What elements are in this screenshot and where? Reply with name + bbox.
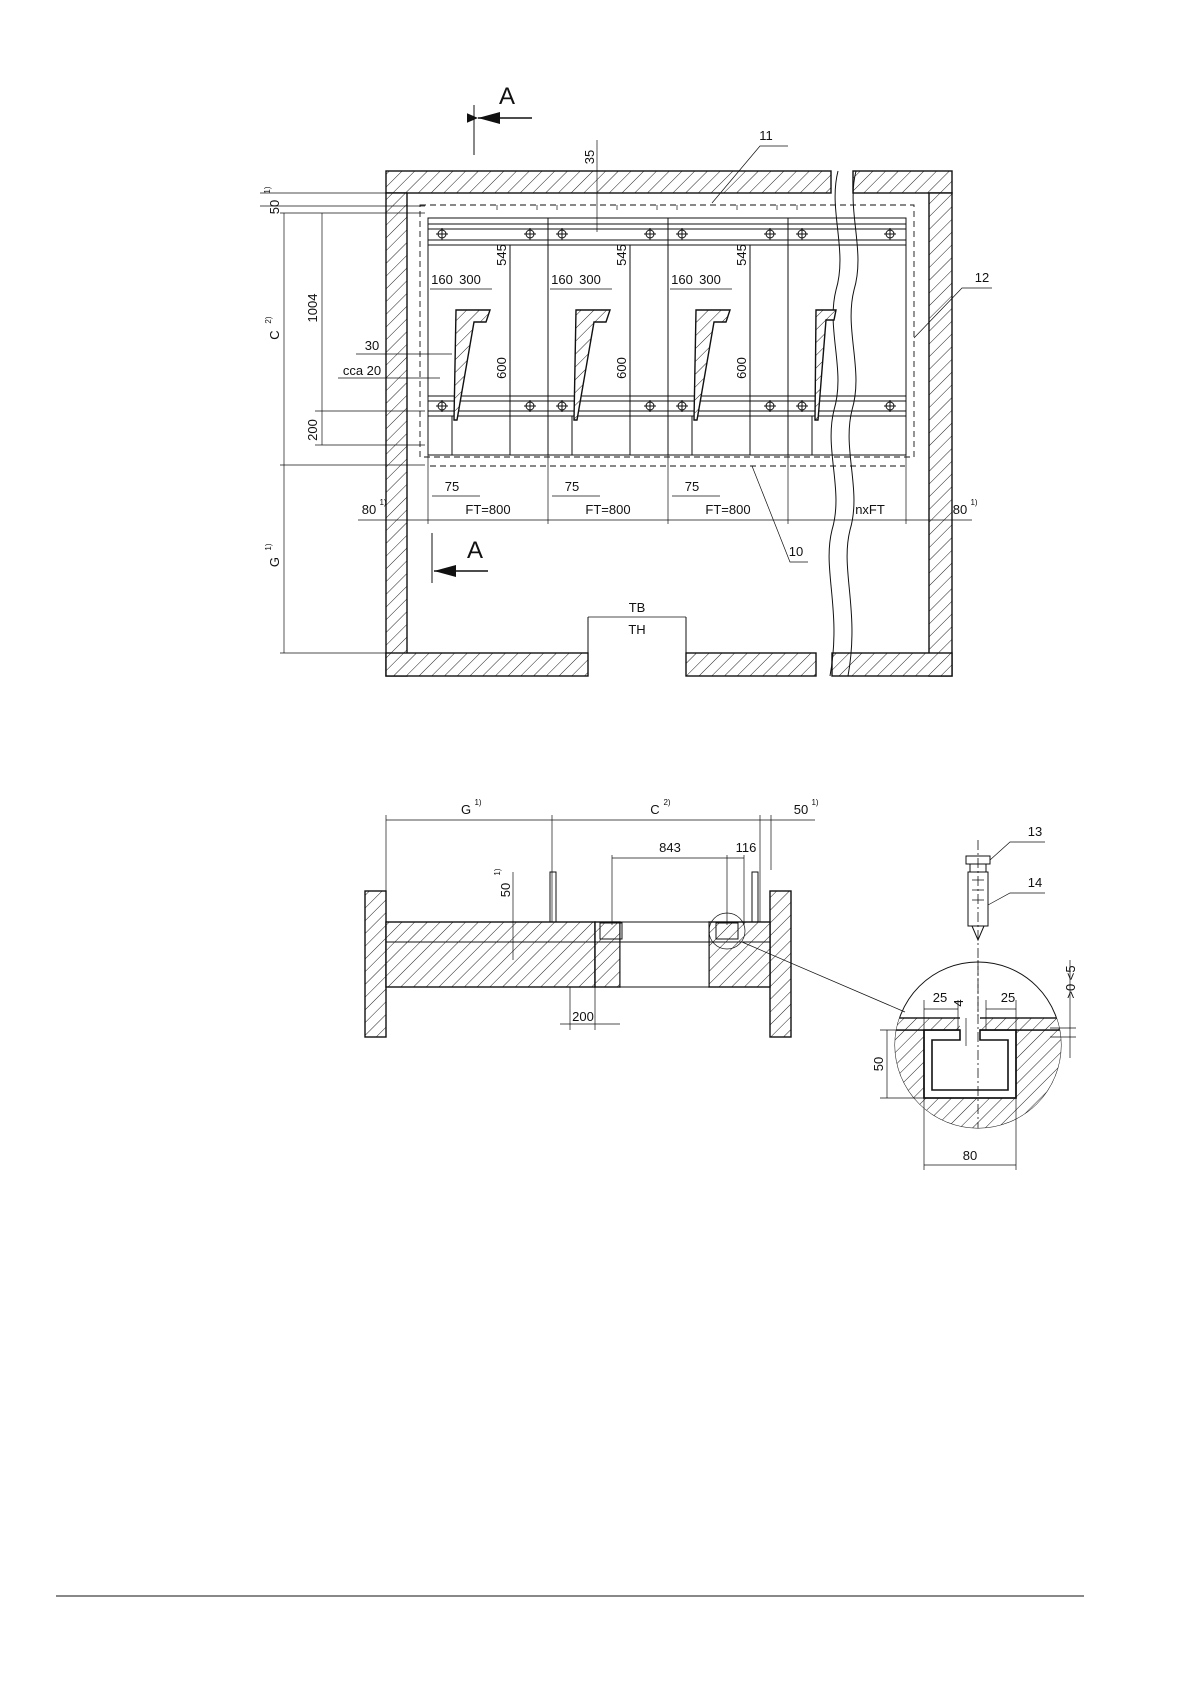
dim-116: 116 bbox=[736, 840, 757, 855]
dim-545-3: 545 bbox=[734, 244, 749, 266]
bolt-cross-icon bbox=[796, 400, 808, 412]
dim-c-section: C bbox=[650, 802, 659, 817]
callout-12: 12 bbox=[975, 270, 989, 285]
sup-50v-section: 1) bbox=[493, 868, 502, 875]
dim-gap: >0 <5 bbox=[1063, 965, 1078, 998]
floor-opening: TB TH bbox=[588, 600, 686, 676]
dim-cca20: cca 20 bbox=[343, 363, 381, 378]
section-label-top: A bbox=[499, 83, 515, 110]
dim-75-2: 75 bbox=[565, 479, 579, 494]
dim-80-detail: 80 bbox=[963, 1148, 977, 1163]
callout-14: 14 bbox=[1028, 875, 1042, 890]
sup-c-left: 2) bbox=[264, 316, 273, 323]
dim-545-1: 545 bbox=[494, 244, 509, 266]
dim-ft-2: FT=800 bbox=[585, 502, 630, 517]
break-line-right bbox=[847, 171, 858, 676]
sup-80-left: 1) bbox=[379, 498, 386, 507]
callout-11: 11 bbox=[759, 128, 773, 143]
bolt-cross-icon bbox=[436, 400, 448, 412]
bolt-cross-icon bbox=[556, 400, 568, 412]
dim-75-3: 75 bbox=[685, 479, 699, 494]
dim-300-2: 300 bbox=[579, 272, 601, 287]
dims-75: 75 75 75 bbox=[432, 479, 720, 496]
dim-50-top: 50 bbox=[267, 200, 282, 214]
section-a-view: G 1) C 2) 50 1) 843 116 50 1) 200 bbox=[365, 798, 905, 1037]
dashed-enclosure-12 bbox=[420, 205, 914, 457]
dim-ft-3: FT=800 bbox=[705, 502, 750, 517]
bolt-cross-icon bbox=[644, 400, 656, 412]
bolt-cross-icon bbox=[524, 228, 536, 240]
dim-nxft: nxFT bbox=[855, 502, 885, 517]
bolt-cross-icon bbox=[884, 228, 896, 240]
dim-c-left: C bbox=[267, 330, 282, 339]
bolt-cross-icon bbox=[644, 228, 656, 240]
left-dimensions: 50 1) C 2) 1004 200 G 1) 30 cca 20 bbox=[260, 186, 452, 653]
sup-80-right: 1) bbox=[970, 498, 977, 507]
dim-160-3: 160 bbox=[671, 272, 693, 287]
dim-tb: TB bbox=[629, 600, 646, 615]
bolt-cross-icon bbox=[884, 400, 896, 412]
section-marker-bottom: A bbox=[432, 533, 488, 583]
dim-600-3: 600 bbox=[734, 357, 749, 379]
dim-35: 35 bbox=[582, 150, 597, 164]
section-label-bottom: A bbox=[467, 537, 483, 564]
dim-300-1: 300 bbox=[459, 272, 481, 287]
dim-160-1: 160 bbox=[431, 272, 453, 287]
bolt-cross-icon bbox=[556, 228, 568, 240]
dim-843: 843 bbox=[659, 840, 681, 855]
dim-4: 4 bbox=[951, 999, 966, 1006]
dim-ft-1: FT=800 bbox=[465, 502, 510, 517]
bolt-cross-icon bbox=[676, 400, 688, 412]
dim-25-right: 25 bbox=[1001, 990, 1015, 1005]
top-plan-view: TB TH A A 50 1) bbox=[260, 83, 992, 676]
dim-545-2: 545 bbox=[614, 244, 629, 266]
dim-th: TH bbox=[628, 622, 645, 637]
dim-1004: 1004 bbox=[305, 294, 320, 323]
bolt-cross-icon bbox=[436, 228, 448, 240]
section-marker-top: A bbox=[474, 83, 532, 155]
dim-50-section: 50 bbox=[794, 802, 808, 817]
dim-g-section: G bbox=[461, 802, 471, 817]
sup-c-section: 2) bbox=[663, 798, 670, 807]
callout-10: 10 bbox=[789, 544, 803, 559]
dim-80-left: 80 bbox=[362, 502, 376, 517]
bolt-cross-icon bbox=[524, 400, 536, 412]
dim-80-right: 80 bbox=[953, 502, 967, 517]
dim-600-1: 600 bbox=[494, 357, 509, 379]
dim-75-1: 75 bbox=[445, 479, 459, 494]
sup-50-section: 1) bbox=[811, 798, 818, 807]
dim-g-left: G bbox=[267, 557, 282, 567]
sup-g-section: 1) bbox=[474, 798, 481, 807]
bolt-cross-icon bbox=[796, 228, 808, 240]
dim-200-section: 200 bbox=[572, 1009, 594, 1024]
bolt-cross-icon bbox=[676, 228, 688, 240]
section-dims: G 1) C 2) 50 1) 843 116 50 1) 200 bbox=[386, 798, 819, 1030]
room-walls bbox=[386, 171, 952, 676]
detail-view: 25 25 4 >0 <5 50 80 bbox=[871, 960, 1080, 1170]
bottom-rail bbox=[428, 396, 906, 416]
dim-25-left: 25 bbox=[933, 990, 947, 1005]
break-line-left bbox=[829, 171, 840, 676]
sup-50-top: 1) bbox=[263, 186, 272, 193]
top-rail bbox=[428, 224, 906, 245]
dim-600-2: 600 bbox=[614, 357, 629, 379]
dim-300-3: 300 bbox=[699, 272, 721, 287]
sup-g-left: 1) bbox=[264, 543, 273, 550]
callout-13: 13 bbox=[1028, 824, 1042, 839]
dim-30: 30 bbox=[365, 338, 379, 353]
cable-openings bbox=[454, 310, 836, 420]
dim-160-2: 160 bbox=[551, 272, 573, 287]
bolt-cross-icon bbox=[764, 228, 776, 240]
dim-200-left: 200 bbox=[305, 419, 320, 441]
dim-50v-section: 50 bbox=[498, 883, 513, 897]
dim-50-detail: 50 bbox=[871, 1057, 886, 1071]
bolt-cross-icon bbox=[764, 400, 776, 412]
